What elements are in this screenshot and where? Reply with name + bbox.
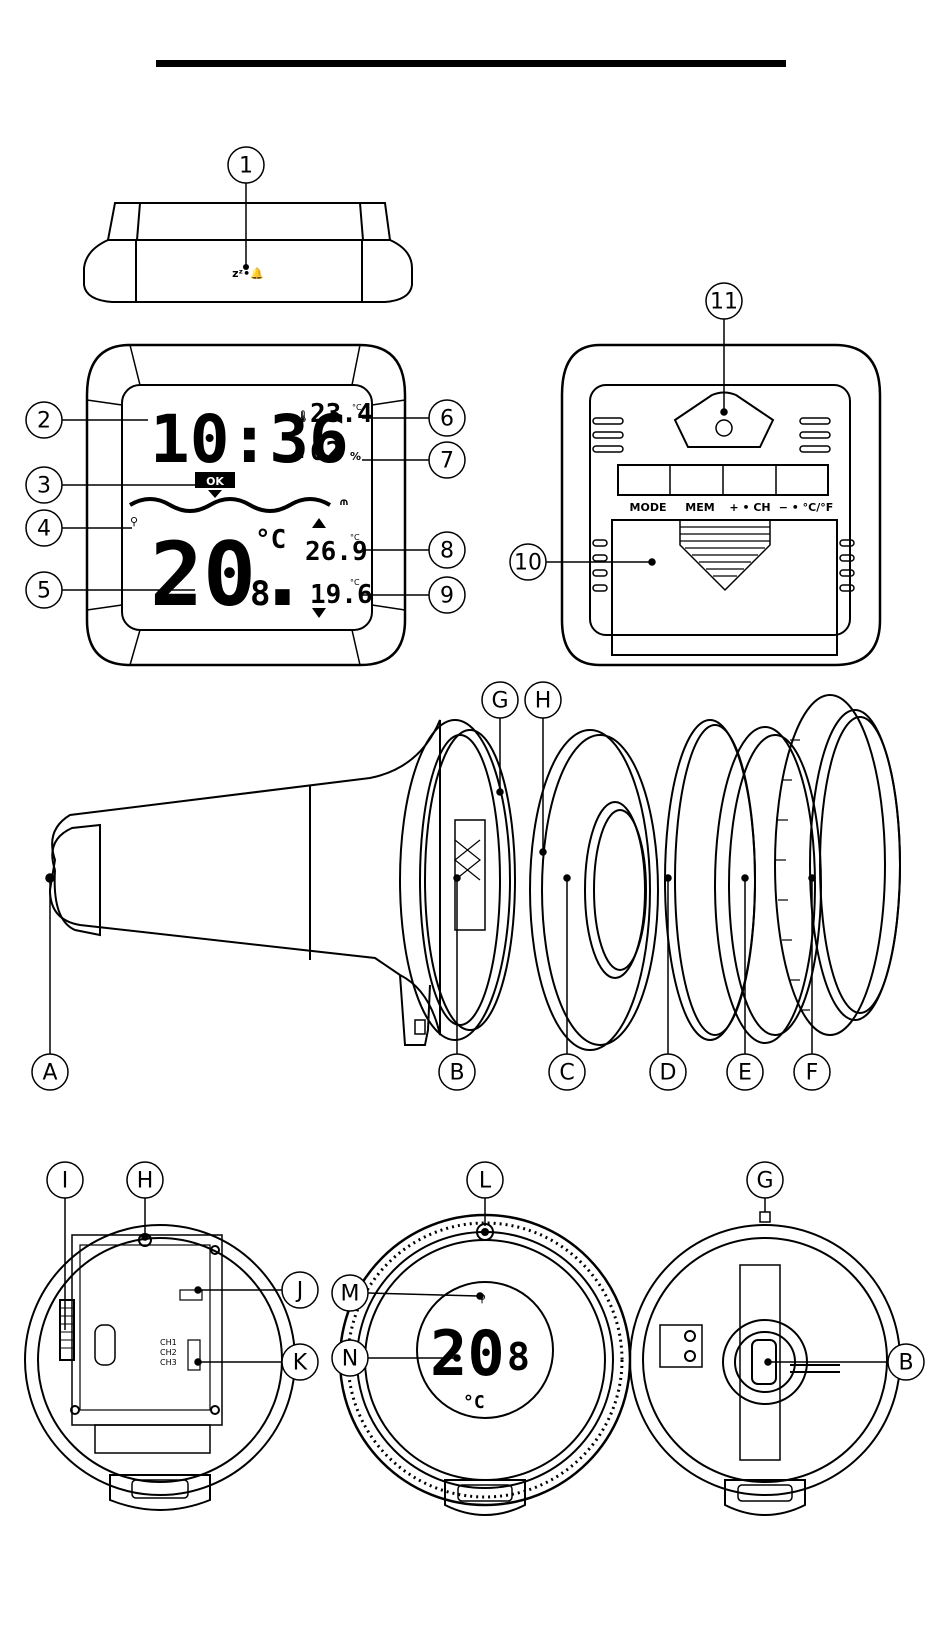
callout-D: D: [650, 875, 686, 1090]
top-rule: [156, 60, 786, 67]
svg-text:C: C: [559, 1061, 574, 1086]
svg-text:4: 4: [37, 517, 51, 542]
svg-text:8: 8: [440, 539, 454, 564]
indoor-temp-unit: °C: [352, 403, 362, 412]
back-callouts: 11 10: [510, 283, 742, 580]
house-icon: ⌂: [296, 448, 304, 461]
svg-text:2: 2: [37, 409, 51, 434]
callout-1: 1: [228, 147, 264, 270]
svg-text:1: 1: [239, 154, 253, 179]
svg-text:11: 11: [710, 290, 738, 315]
channel-label-1: CH1: [160, 1338, 177, 1347]
callout-B: B: [439, 875, 475, 1090]
svg-text:6: 6: [440, 407, 454, 432]
svg-text:F: F: [806, 1061, 819, 1086]
svg-text:L: L: [479, 1169, 492, 1194]
sensor-signal-icon: ⚲: [130, 515, 138, 528]
svg-text:J: J: [295, 1279, 304, 1304]
mem-button-label: MEM: [685, 501, 714, 514]
callout-E: E: [727, 875, 763, 1090]
svg-text:A: A: [42, 1061, 57, 1086]
max-temp-unit: °C: [350, 533, 360, 542]
min-temp-unit: °C: [350, 578, 360, 587]
pool-ladder-icon: ⫙: [340, 495, 348, 508]
callout-8: 8: [362, 532, 465, 568]
callout-J: J: [195, 1272, 318, 1308]
callout-K: K: [195, 1344, 318, 1380]
sensor-exploded-view: [50, 695, 900, 1050]
channel-label-3: CH3: [160, 1358, 177, 1367]
callout-M: M: [332, 1275, 483, 1311]
ok-arrow-icon: [208, 490, 222, 498]
svg-text:H: H: [535, 689, 552, 714]
mode-button-label: MODE: [630, 501, 667, 514]
humidity-unit: %: [350, 450, 361, 463]
svg-text:N: N: [342, 1347, 358, 1372]
sensor-reading-main: 20: [430, 1317, 505, 1390]
sensor-reading-unit: °C: [463, 1392, 485, 1413]
callout-H: H: [525, 682, 561, 855]
callout-7: 7: [362, 442, 465, 478]
inner-callouts: I H J K: [47, 1162, 318, 1380]
svg-text:E: E: [738, 1061, 752, 1086]
svg-text:5: 5: [37, 579, 51, 604]
alarm-unit-top-view: [84, 203, 412, 302]
svg-text:D: D: [660, 1061, 677, 1086]
humidity-display: 62: [310, 437, 341, 467]
callout-4: 4: [26, 510, 132, 546]
indoor-temp: 23.4: [310, 399, 373, 429]
callout-10: 10: [510, 544, 655, 580]
svg-text:B: B: [898, 1351, 913, 1376]
callout-B-back: B: [765, 1344, 924, 1380]
svg-text:H: H: [137, 1169, 154, 1194]
callout-A: A: [32, 874, 68, 1090]
ok-badge: OK: [206, 475, 224, 488]
sensor-reading-decimal: 8: [507, 1335, 530, 1379]
exploded-callouts: A B C D E F G H: [32, 682, 830, 1090]
svg-text:G: G: [491, 689, 508, 714]
svg-text:K: K: [293, 1351, 308, 1376]
svg-text:B: B: [449, 1061, 464, 1086]
svg-text:M: M: [341, 1282, 360, 1307]
callout-I: I: [47, 1162, 83, 1330]
plus-ch-button-label: + • CH: [729, 501, 770, 514]
svg-text:3: 3: [37, 474, 51, 499]
min-arrow-icon: [312, 608, 326, 618]
callout-G-back: G: [747, 1162, 783, 1212]
svg-text:I: I: [62, 1169, 69, 1194]
callout-6: 6: [362, 400, 465, 436]
minus-unit-button-label: − • °C/°F: [779, 501, 834, 514]
channel-label-2: CH2: [160, 1348, 177, 1357]
svg-text:9: 9: [440, 584, 454, 609]
callout-9: 9: [362, 577, 465, 613]
max-arrow-icon: [312, 518, 326, 528]
back-view-callouts: G B: [747, 1162, 924, 1380]
thermometer-icon: 🌡: [296, 410, 310, 423]
pool-temp-unit: °C: [255, 525, 286, 555]
pool-temp-decimal: 8: [250, 574, 270, 614]
svg-text:7: 7: [440, 449, 454, 474]
svg-text:G: G: [756, 1169, 773, 1194]
svg-text:10: 10: [514, 551, 542, 576]
callout-G: G: [482, 682, 518, 795]
